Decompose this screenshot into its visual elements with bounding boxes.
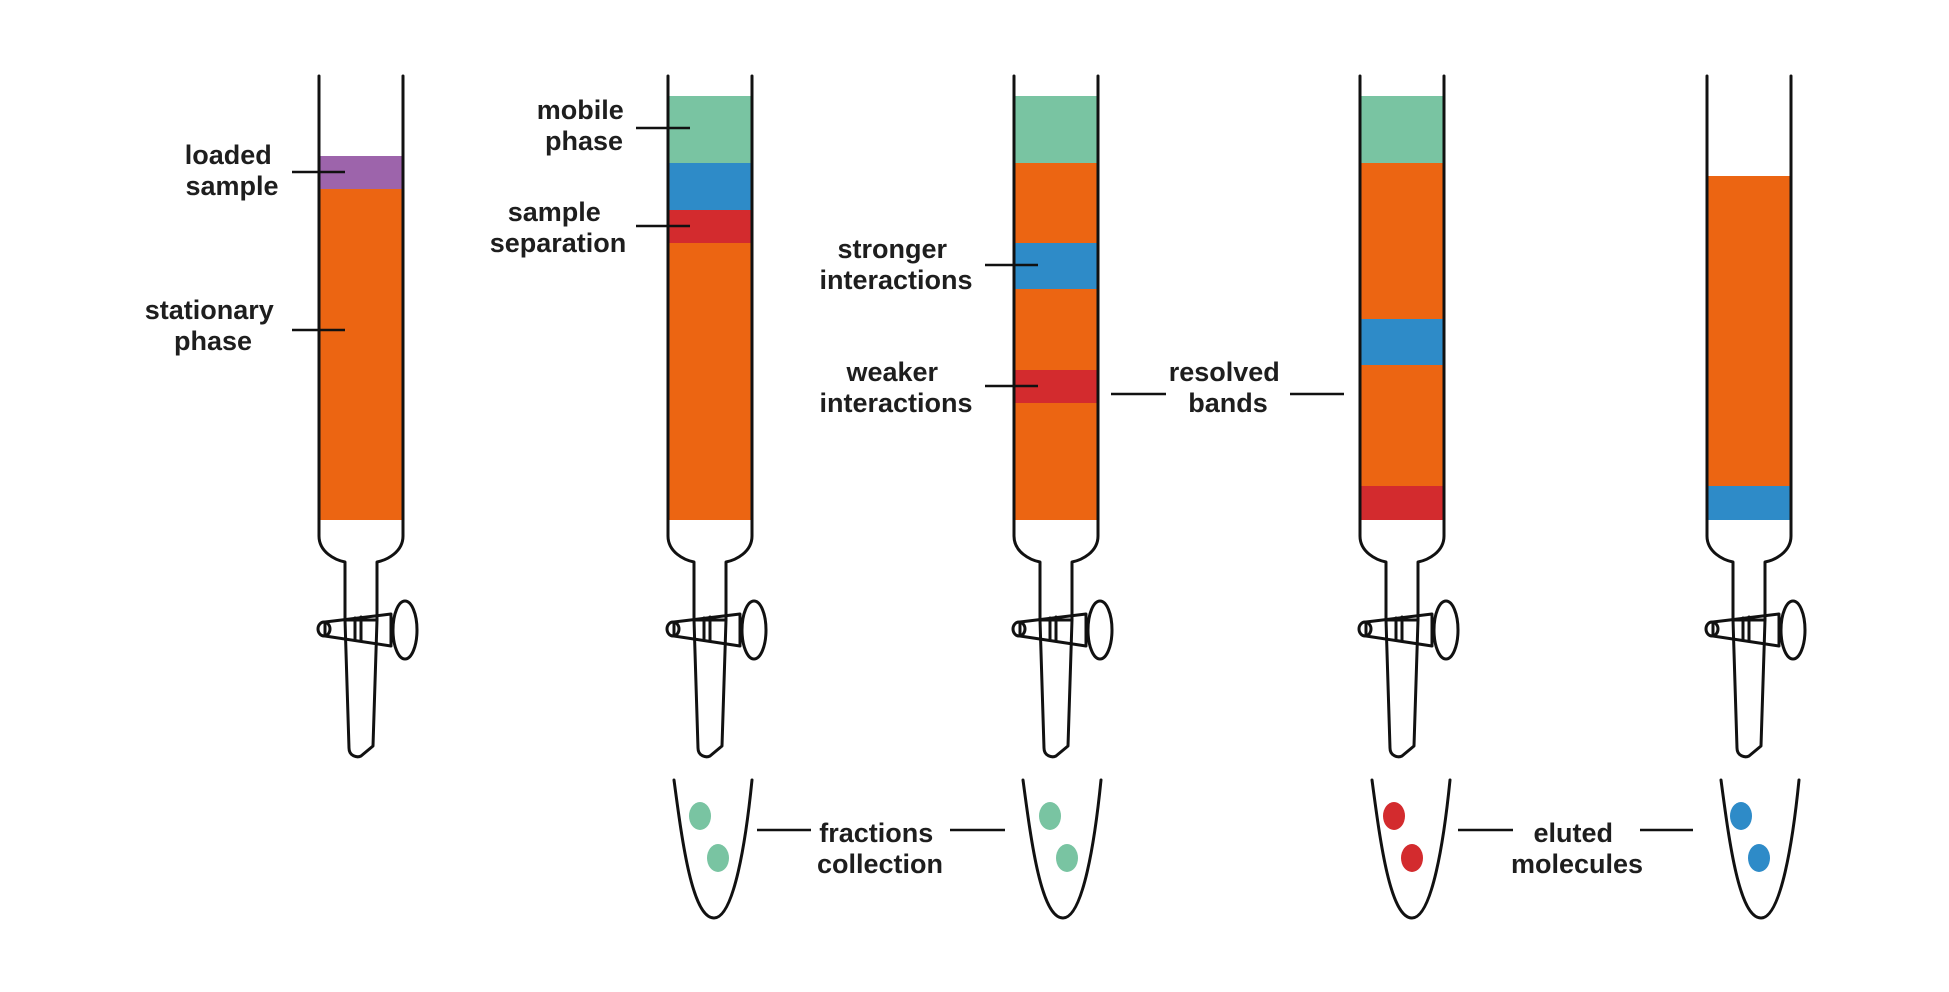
labels: loaded sample stationary phase mobile ph… — [145, 95, 1643, 879]
droplet — [1056, 844, 1078, 872]
label-stationary-phase: stationary phase — [145, 295, 282, 356]
band-stationary-phase — [1014, 163, 1098, 243]
tube-3 — [1370, 778, 1452, 920]
label-eluted-molecules: eluted molecules — [1511, 818, 1643, 879]
droplet — [689, 802, 711, 830]
band-stationary-phase — [319, 189, 403, 520]
droplet — [1730, 802, 1752, 830]
band-stationary-phase — [1360, 365, 1444, 486]
band-mobile-phase — [1014, 96, 1098, 163]
label-resolved-bands: resolved bands — [1169, 357, 1288, 418]
label-stronger-interactions: stronger interactions — [819, 234, 972, 295]
label-fractions-collection: fractions collection — [817, 818, 943, 879]
stopcock — [1357, 518, 1460, 759]
label-loaded-sample: loaded sample — [185, 140, 280, 201]
column-2 — [665, 74, 768, 759]
column-5 — [1704, 74, 1807, 759]
band-stationary-phase — [1014, 403, 1098, 520]
droplet — [707, 844, 729, 872]
stopcock — [1704, 518, 1807, 759]
stopcock — [316, 518, 419, 759]
band-stationary-phase — [668, 243, 752, 520]
column-3 — [1011, 74, 1114, 759]
band-stationary-phase — [1360, 163, 1444, 319]
band-blue — [1707, 486, 1791, 520]
droplet — [1748, 844, 1770, 872]
tube-2 — [1021, 778, 1103, 920]
tube-4 — [1719, 778, 1801, 920]
label-sample-separation: sample separation — [490, 197, 627, 258]
band-stationary-phase — [1014, 289, 1098, 370]
droplet — [1383, 802, 1405, 830]
label-mobile-phase: mobile phase — [537, 95, 632, 156]
column-1 — [316, 74, 419, 759]
band-stationary-phase — [1707, 176, 1791, 486]
band-mobile-phase — [1360, 96, 1444, 163]
band-mobile-phase — [668, 96, 752, 163]
stopcock — [665, 518, 768, 759]
droplet — [1039, 802, 1061, 830]
droplet — [1401, 844, 1423, 872]
band-red — [1360, 486, 1444, 520]
tube-1 — [672, 778, 754, 920]
stopcock — [1011, 518, 1114, 759]
band-blue — [1360, 319, 1444, 365]
column-4 — [1357, 74, 1460, 759]
leader-lines — [292, 126, 1693, 832]
label-weaker-interactions: weaker interactions — [819, 357, 972, 418]
band-blue — [668, 163, 752, 210]
